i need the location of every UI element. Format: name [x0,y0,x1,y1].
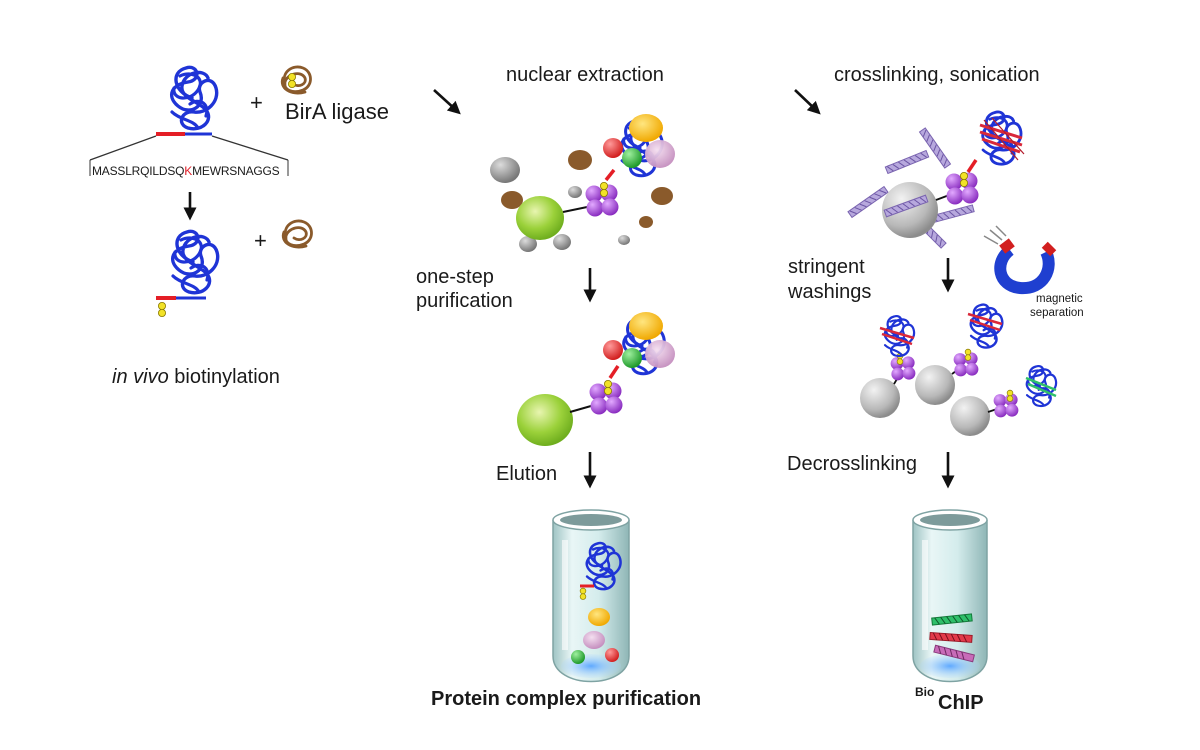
plus-sign-top: + [250,90,263,115]
protein-complex-purification-title: Protein complex purification [431,688,702,710]
in-vivo-biotinylation-label: in vivo biotinylation [112,366,280,389]
one-step-label: one-step [416,266,494,288]
sequence-lysine: K [184,164,193,178]
bira-ligase-label: BirA ligase [285,99,389,124]
washings-label: washings [788,281,872,303]
nuclear-extraction-label: nuclear extraction [506,64,664,86]
arrow-to-crosslinking [794,89,821,115]
magnetic-label: magnetic [1036,293,1083,305]
stringent-label: stringent [788,256,865,278]
biotinylation-text: biotinylation [168,366,280,388]
tube-biochip [912,509,988,683]
chip-title: ChIP [938,692,984,714]
in-vivo-italic: in vivo [112,366,169,388]
purification-label: purification [416,290,513,312]
sequence-prefix: MASSLRQILDSQ [92,164,185,178]
decrosslinking-label: Decrosslinking [787,453,918,475]
nuclear-extract-mixture [490,114,675,252]
magnet-icon [983,225,1057,295]
biotinylated-protein-bottom [156,229,220,318]
separation-label: separation [1030,307,1084,319]
washed-beads [860,303,1058,436]
crosslinked-chromatin [847,110,1025,249]
bira-ligase-icon-top [280,65,312,95]
crosslinking-label: crosslinking, sonication [834,64,1040,86]
tube-protein-complex [552,509,630,683]
sequence-callout [89,135,289,176]
bio-superscript: Bio [915,685,935,699]
sequence-label: MASSLRQILDSQKMEWRSNAGGS [92,164,280,178]
arrow-to-nuclear-extraction [433,89,461,115]
biotinylated-protein-top [156,65,219,136]
purified-complex [517,312,675,446]
sequence-suffix: MEWRSNAGGS [192,164,280,178]
plus-sign-bottom: + [254,228,267,253]
bira-ligase-icon-bottom [281,219,313,249]
elution-label: Elution [496,463,558,485]
